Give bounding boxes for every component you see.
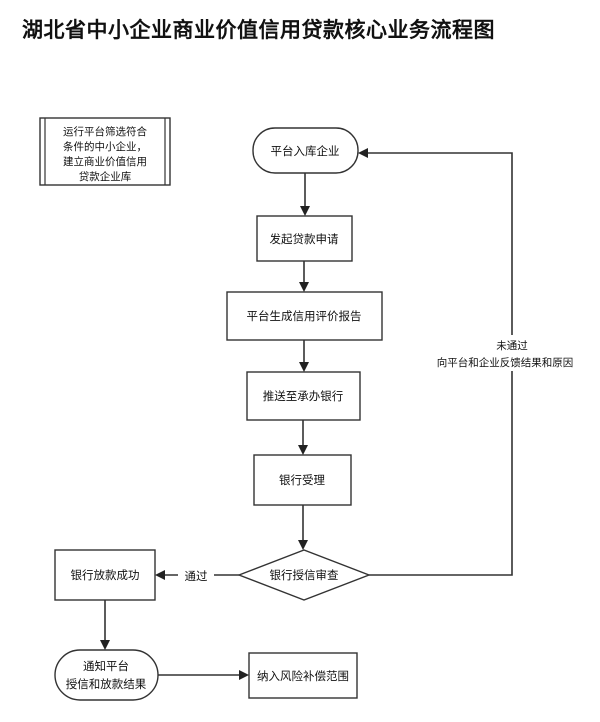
edge-fail-label-line-1: 未通过	[496, 339, 528, 352]
node-compensate-label: 纳入风险补偿范围	[257, 669, 349, 683]
node-review-label: 银行授信审查	[270, 568, 339, 582]
node-apply-label: 发起贷款申请	[270, 232, 339, 246]
node-start: 平台入库企业	[252, 127, 359, 174]
node-apply: 发起贷款申请	[256, 215, 353, 262]
note-line-1: 运行平台筛选符合	[63, 125, 147, 138]
node-report: 平台生成信用评价报告	[226, 291, 383, 341]
node-accept-label: 银行受理	[279, 473, 325, 487]
node-notify: 通知平台 授信和放款结果	[54, 649, 159, 701]
edge-fail-label-bg	[415, 335, 595, 371]
edge-pass-label: 通过	[185, 569, 208, 583]
page-title: 湖北省中小企业商业价值信用贷款核心业务流程图	[22, 17, 495, 42]
node-review: 银行授信审查	[237, 549, 371, 601]
node-success-label: 银行放款成功	[71, 568, 140, 582]
node-push-label: 推送至承办银行	[263, 389, 344, 403]
note-line-3: 建立商业价值信用	[63, 155, 147, 168]
node-report-label: 平台生成信用评价报告	[247, 309, 362, 323]
node-compensate: 纳入风险补偿范围	[248, 652, 358, 699]
note-box: 运行平台筛选符合 条件的中小企业， 建立商业价值信用 贷款企业库	[39, 117, 171, 186]
note-line-2: 条件的中小企业，	[63, 140, 147, 153]
node-success: 银行放款成功	[54, 549, 156, 601]
node-notify-line-2: 授信和放款结果	[66, 677, 147, 691]
edge-pass-label-bg	[178, 566, 214, 583]
node-notify-line-1: 通知平台	[83, 659, 129, 673]
node-push: 推送至承办银行	[246, 371, 361, 421]
node-start-label: 平台入库企业	[271, 144, 340, 158]
node-accept: 银行受理	[253, 454, 352, 506]
edge-fail-label-line-2: 向平台和企业反馈结果和原因	[437, 356, 574, 369]
note-line-4: 贷款企业库	[79, 170, 132, 183]
